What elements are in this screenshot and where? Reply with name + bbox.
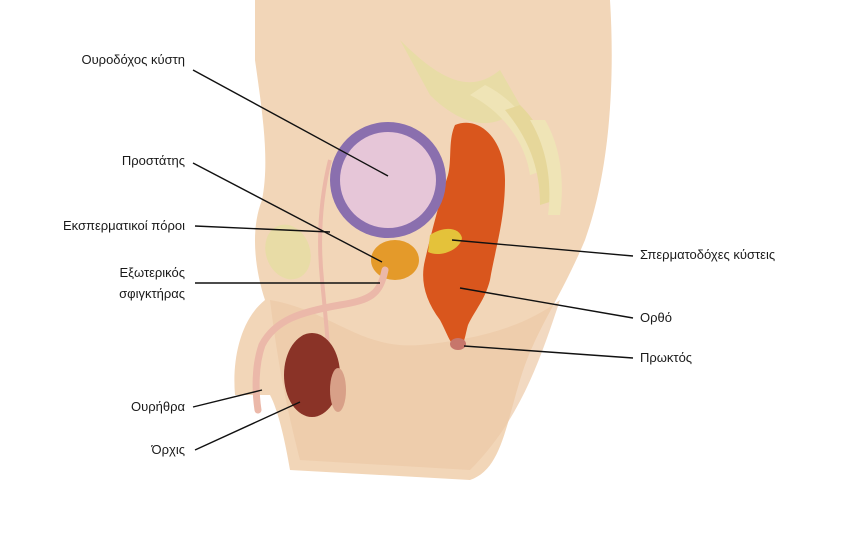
leader-vesicles: [451, 239, 634, 257]
sacrum: [400, 40, 562, 215]
label-bladder: Ουροδόχος κύστη: [81, 52, 185, 67]
leader-rectum: [459, 287, 634, 319]
leader-bladder: [192, 69, 389, 177]
testis-shape: [284, 333, 340, 417]
pubic-bone: [265, 224, 311, 280]
label-testis: Όρχις: [151, 442, 185, 457]
leader-anus: [463, 345, 634, 359]
leader-ejaculatory: [194, 225, 331, 233]
urethra-shape: [252, 266, 389, 414]
label-seminal-vesicles: Σπερματοδόχες κύστεις: [640, 247, 776, 262]
label-anus: Πρωκτός: [640, 350, 693, 365]
thigh-shade: [270, 300, 560, 470]
bladder-inner: [340, 132, 436, 228]
leader-prostate: [192, 162, 383, 263]
label-external-sphincter-1: Εξωτερικός: [119, 265, 185, 280]
leader-lines: [192, 69, 634, 451]
label-rectum: Ορθό: [640, 310, 672, 325]
label-external-sphincter-2: σφιγκτήρας: [119, 286, 185, 301]
epididymis: [330, 368, 346, 412]
label-ejaculatory-ducts: Εκσπερματικοί πόροι: [62, 218, 185, 233]
leader-testis: [194, 401, 301, 451]
leader-urethra: [192, 389, 263, 408]
seminal-vesicle-shape: [428, 228, 462, 255]
anus-shape: [450, 338, 466, 350]
label-urethra: Ουρήθρα: [131, 399, 185, 414]
label-prostate: Προστάτης: [121, 153, 185, 168]
